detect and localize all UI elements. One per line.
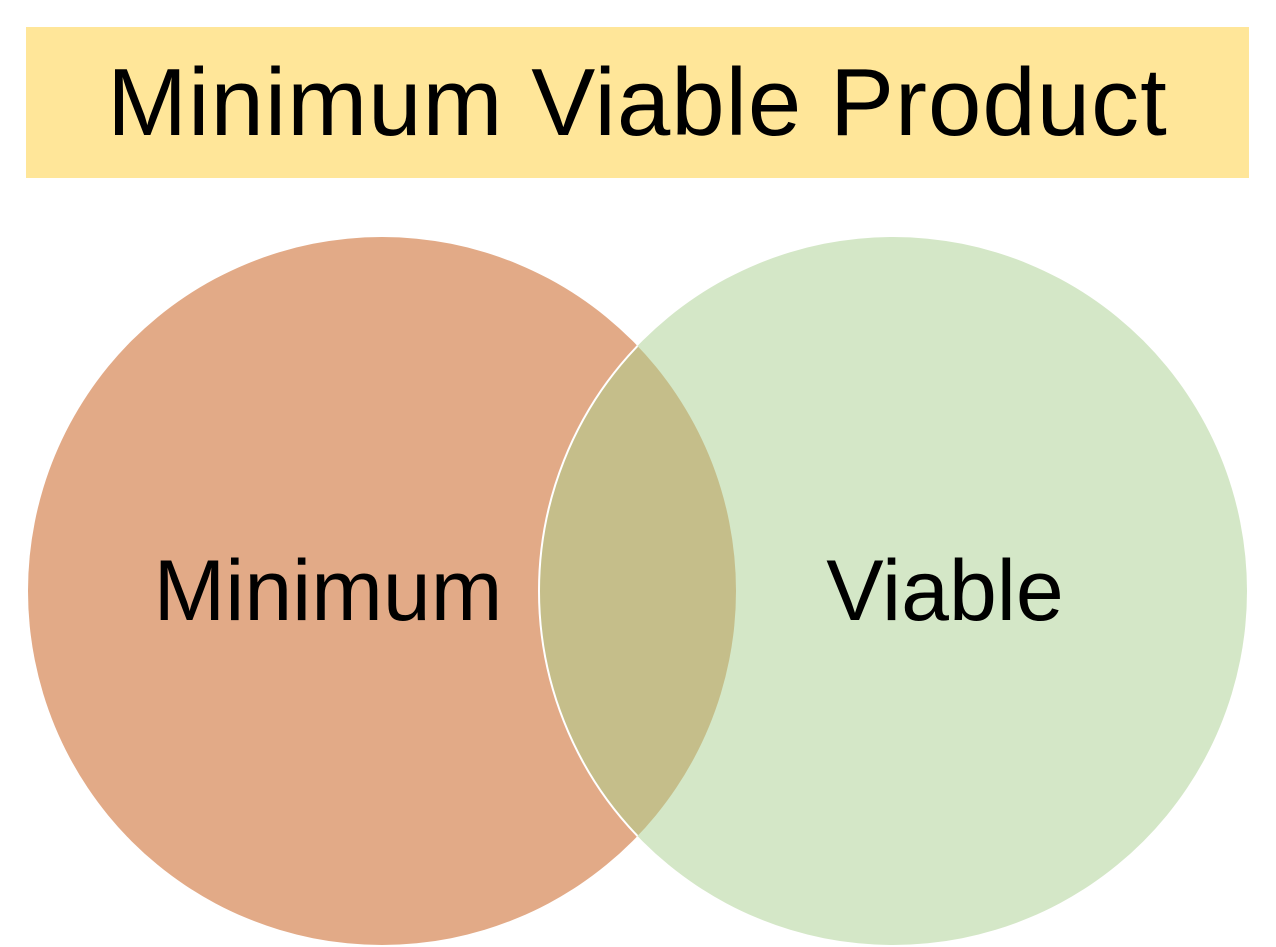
venn-circle-minimum — [28, 237, 736, 945]
title-banner: Minimum Viable Product — [26, 27, 1249, 178]
venn-label-minimum: Minimum — [154, 543, 503, 639]
venn-overlap-outline — [538, 237, 736, 945]
venn-label-viable: Viable — [826, 543, 1064, 639]
page-title: Minimum Viable Product — [107, 48, 1168, 156]
venn-circle-viable — [539, 237, 1247, 945]
